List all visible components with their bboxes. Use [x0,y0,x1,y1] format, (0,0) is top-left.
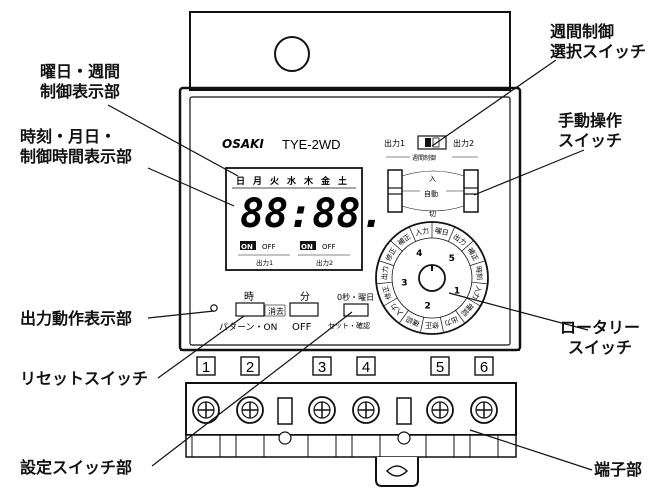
mode-on-label: 入 [429,175,436,183]
out1-lcd-label: 出力1 [256,258,273,267]
rotary-word: 入力 [471,285,484,301]
terminal-number: 6 [480,359,488,376]
weekday-2: 火 [270,176,280,187]
terminal-label-box [312,356,332,376]
callout-output-display: 出力動作表示部 [20,309,133,328]
set-button-label: 0秒・曜日 [337,292,374,302]
weekday-3: 水 [287,175,297,187]
rotary-number: 1 [454,287,460,297]
hour-button[interactable] [235,302,265,317]
weekday-0: 日 [236,176,245,187]
rotary-number: 5 [449,254,455,264]
rotary-word: 修正 [380,285,393,301]
set-confirm-label: セット・確認 [328,321,370,330]
minute-label: 分 [300,291,310,303]
reset-button[interactable] [210,304,218,312]
callout-time-display: 時刻・月日・ 制御時間表示部 [20,127,133,166]
rotary-word: 修正 [425,321,439,330]
manual-switch-out2[interactable] [463,169,479,213]
switch-out2-label: 出力2 [453,138,474,148]
weekday-1: 月 [252,176,262,187]
weekday-5: 金 [320,175,331,187]
off-label: OFF [292,322,312,333]
out2-off-indicator: OFF [322,243,336,251]
out2-lcd-label: 出力2 [316,258,333,267]
callout-weekday-display: 曜日・週間 制御表示部 [40,62,121,101]
pattern-on-label: パターン・ON [219,322,277,333]
rotary-word: 曜日 [434,227,449,238]
device-body [178,86,522,352]
terminal-label-box [474,356,494,376]
setting-buttons: 時 消去 分 パターン・ON OFF 0秒・曜日 セット・確認 [210,291,374,333]
out2-on-indicator: ON [301,243,313,251]
terminal-screw-icon [235,396,265,457]
brand-label: OSAKI [222,137,264,151]
output-switch-block: 出力1 出力2 週間制御 入 自動 切 [384,135,479,218]
rotary-number: 4 [416,249,422,259]
terminal-label-box [430,356,450,376]
mount-slot-icon [385,465,409,477]
callout-reset-switch: リセットスイッチ [20,369,149,388]
mode-auto-label: 自動 [424,189,438,198]
out1-on-indicator: ON [241,243,253,251]
weekday-6: 土 [338,175,347,187]
terminal-slot-icon [277,397,293,445]
model-label: TYE-2WD [282,137,341,152]
callout-terminal: 端子部 [594,460,643,479]
mounting-bracket [189,11,511,91]
callout-manual-switch: 手動操作 スイッチ [558,111,623,150]
set-confirm-button[interactable] [343,303,369,317]
rotary-number: 2 [424,302,430,312]
lcd-display: 日月火水木金土 88:88. ON OFF ON OFF 出力1 出力2 [225,167,385,271]
rotary-word: 出力 [380,266,390,281]
weekly-select-switch[interactable] [417,135,447,150]
terminal-label-box [240,356,260,376]
rotary-word: 時刻 [474,266,484,281]
terminal-number: 3 [318,359,326,376]
manual-switch-out1[interactable] [387,169,403,213]
terminal-screw-icon [469,396,499,457]
terminal-slot-icon [396,397,412,445]
hour-label: 時 [244,291,254,303]
terminal-label-box [356,356,376,376]
terminal-number: 5 [436,359,444,376]
terminal-label-box [196,356,216,376]
time-digits: 88:88. [240,191,385,237]
terminal-number: 4 [362,359,370,376]
switch-out1-label: 出力1 [384,138,405,148]
callout-weekly-select: 週間制御 選択スイッチ [550,22,647,61]
weekly-ctrl-label: 週間制御 [412,154,436,162]
terminal-screw-icon [307,396,337,457]
callout-rotary-switch: ロータリー スイッチ [560,318,641,357]
weekday-4: 木 [303,175,314,187]
terminal-labels: 1 2 3 4 5 6 [196,356,494,376]
terminal-block [185,382,517,487]
terminal-number: 2 [246,359,254,376]
terminal-screw-icon [425,396,455,457]
erase-label: 消去 [268,306,284,316]
terminal-screw-icon [191,396,221,457]
callout-setting-switch: 設定スイッチ部 [20,458,133,477]
weekday-row: 日月火水木金土 [236,175,347,187]
rotary-word: 入力 [414,226,430,238]
rotary-number: 3 [401,278,407,288]
mount-hole-icon [274,36,310,72]
leader-lines [107,59,593,471]
mode-off-label: 切 [429,210,436,218]
terminal-screw-icon [351,396,381,457]
terminal-number: 1 [202,359,210,376]
out1-off-indicator: OFF [262,243,276,251]
minute-button[interactable] [289,302,319,317]
